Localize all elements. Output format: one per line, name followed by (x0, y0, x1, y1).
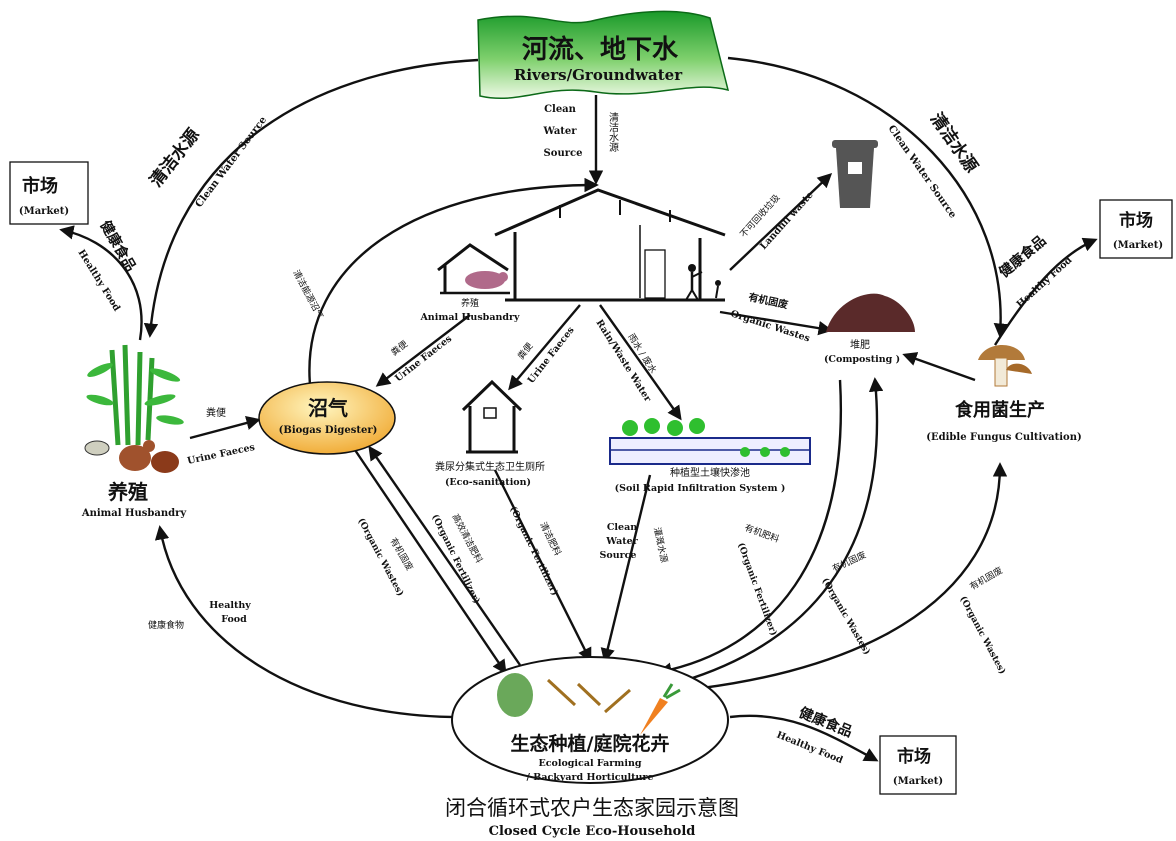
svg-text:(Market): (Market) (1113, 240, 1163, 251)
svg-text:Food: Food (221, 614, 247, 625)
svg-text:Clean: Clean (607, 522, 637, 533)
svg-text:(Eco-sanitation): (Eco-sanitation) (445, 477, 531, 488)
edible-fungus: 食用菌生产 (Edible Fungus Cultivation) (926, 345, 1082, 443)
outer-flow-lines (143, 56, 1009, 719)
ecological-farming: 生态种植/庭院花卉 Ecological Farming / Backyard … (451, 656, 729, 784)
svg-text:清洁能源沼气: 清洁能源沼气 (290, 268, 326, 321)
svg-text:Clean Water Source: Clean Water Source (194, 115, 269, 210)
svg-text:(Organic Wastes): (Organic Wastes) (819, 576, 872, 657)
svg-text:灌溉水源: 灌溉水源 (651, 526, 670, 564)
svg-text:市场: 市场 (1119, 210, 1153, 231)
svg-text:(Edible Fungus Cultivation): (Edible Fungus Cultivation) (926, 432, 1081, 443)
svg-text:Source: Source (544, 148, 583, 159)
diagram-title: 闭合循环式农户生态家园示意图 Closed Cycle Eco-Househol… (445, 796, 739, 839)
market-right: 市场 (Market) (1099, 199, 1173, 259)
svg-text:(Organic Fertilizer): (Organic Fertilizer) (735, 541, 779, 637)
internal-arrows (189, 95, 976, 684)
svg-text:食用菌生产: 食用菌生产 (954, 399, 1045, 421)
svg-text:清洁肥料: 清洁肥料 (537, 520, 564, 558)
svg-text:养殖: 养殖 (107, 480, 148, 504)
svg-text:种植型土壤快渗池: 种植型土壤快渗池 (670, 466, 750, 479)
svg-text:Organic Wastes: Organic Wastes (729, 308, 811, 344)
svg-text:Clean: Clean (544, 104, 577, 115)
svg-text:有机肥料: 有机肥料 (743, 522, 781, 546)
svg-text:(Organic Wastes): (Organic Wastes) (957, 594, 1008, 676)
svg-text:(Market): (Market) (19, 206, 69, 217)
svg-text:沼气: 沼气 (308, 396, 348, 420)
svg-text:Water: Water (542, 126, 577, 137)
svg-text:粪便: 粪便 (206, 406, 226, 419)
title-en: Closed Cycle Eco-Household (489, 824, 696, 839)
svg-text:市场: 市场 (897, 746, 931, 767)
rivers-zh: 河流、地下水 (522, 35, 679, 65)
svg-text:(Soil Rapid Infiltration Syste: (Soil Rapid Infiltration System ) (615, 483, 786, 494)
svg-text:(Market): (Market) (893, 776, 943, 787)
household-house (494, 188, 726, 302)
market-left: 市场 (Market) (9, 161, 89, 225)
center-clean-water-label: Clean Water Source 清洁水源 (542, 104, 618, 159)
svg-text:市场: 市场 (22, 175, 58, 197)
svg-text:粪便: 粪便 (388, 338, 410, 359)
landfill-bin (832, 140, 878, 208)
svg-text:Water: Water (605, 536, 638, 547)
svg-text:有机固废: 有机固废 (968, 564, 1005, 592)
svg-text:粪尿分集式生态卫生厕所: 粪尿分集式生态卫生厕所 (435, 460, 545, 473)
svg-text:Animal Husbandry: Animal Husbandry (419, 312, 520, 323)
biogas-digester: 沼气 (Biogas Digester) (258, 381, 396, 455)
animal-barn: 养殖 Animal Husbandry (419, 243, 520, 323)
svg-text:Landfill waste: Landfill waste (758, 190, 816, 252)
svg-text:Urine Faeces: Urine Faeces (186, 442, 256, 467)
svg-text:Animal Husbandry: Animal Husbandry (81, 508, 188, 519)
svg-text:堆肥: 堆肥 (850, 339, 870, 351)
svg-text:生态种植/庭院花卉: 生态种植/庭院花卉 (511, 732, 670, 755)
rivers-banner: 河流、地下水 Rivers/Groundwater (477, 10, 730, 100)
animal-husbandry-left: 养殖 Animal Husbandry (81, 344, 188, 519)
svg-text:/ Backyard Horticulture: / Backyard Horticulture (527, 772, 654, 783)
svg-text:健康食物: 健康食物 (148, 619, 184, 631)
svg-text:清洁水源: 清洁水源 (145, 125, 203, 192)
svg-text:清洁水源: 清洁水源 (926, 109, 982, 177)
svg-text:健康食品: 健康食品 (797, 704, 855, 741)
svg-text:Ecological Farming: Ecological Farming (538, 758, 641, 769)
svg-text:有机固废: 有机固废 (747, 290, 789, 311)
soil-infiltration-system: 种植型土壤快渗池 (Soil Rapid Infiltration System… (609, 418, 811, 494)
svg-text:清洁水源: 清洁水源 (607, 111, 619, 153)
svg-text:Urine Faeces: Urine Faeces (526, 325, 577, 386)
svg-text:粪便: 粪便 (515, 340, 536, 362)
svg-text:健康食品: 健康食品 (996, 232, 1050, 281)
composting: 堆肥 (Composting ) (824, 293, 915, 365)
market-arrows (59, 225, 1098, 762)
svg-text:(Composting ): (Composting ) (824, 354, 900, 365)
svg-text:Healthy Food: Healthy Food (775, 730, 845, 767)
svg-text:Healthy: Healthy (209, 600, 251, 611)
title-zh: 闭合循环式农户生态家园示意图 (445, 796, 739, 820)
svg-text:Source: Source (600, 550, 637, 561)
market-bottom: 市场 (Market) (879, 735, 957, 795)
rivers-en: Rivers/Groundwater (514, 66, 683, 84)
svg-text:养殖: 养殖 (461, 297, 479, 309)
svg-text:(Biogas Digester): (Biogas Digester) (279, 425, 378, 436)
eco-sanitation: 粪尿分集式生态卫生厕所 (Eco-sanitation) (435, 379, 545, 488)
